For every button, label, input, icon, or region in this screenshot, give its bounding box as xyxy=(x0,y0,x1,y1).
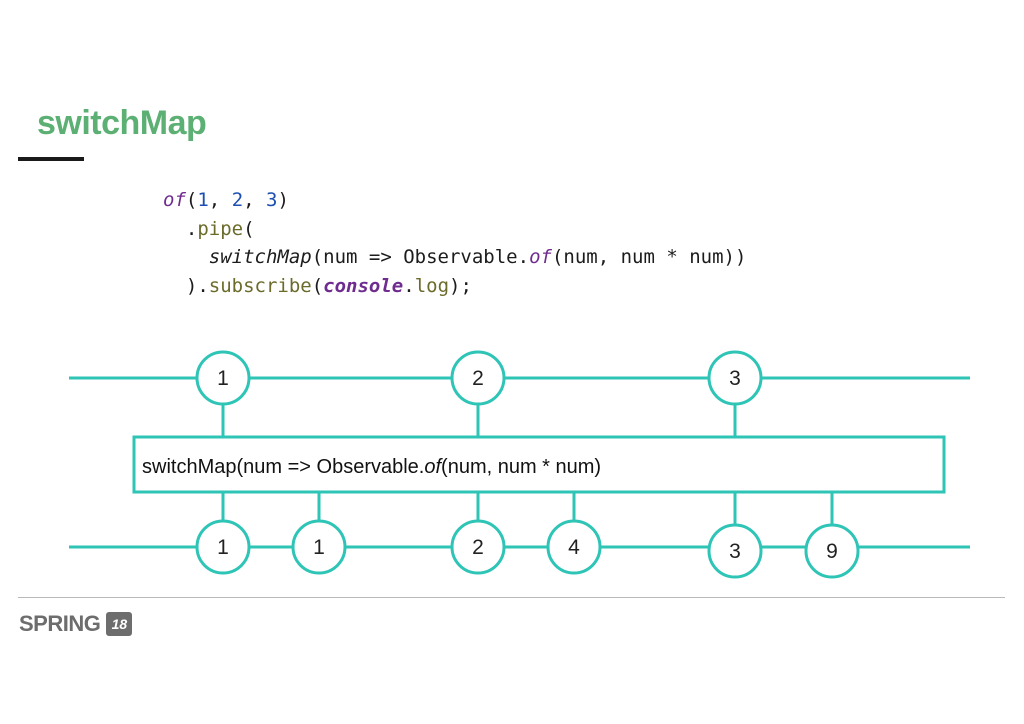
code-token: , xyxy=(208,189,232,211)
marble-value: 3 xyxy=(729,540,741,563)
operator-box-rect xyxy=(132,435,946,494)
logo-text: SPRING xyxy=(19,611,101,636)
marble-value: 9 xyxy=(826,540,838,563)
code-block: of(1, 2, 3) .pipe( switchMap(num => Obse… xyxy=(163,186,746,300)
marble-circle xyxy=(707,350,763,406)
code-token: pipe xyxy=(197,217,244,240)
code-token: 1 xyxy=(197,189,209,211)
marble-circle xyxy=(450,350,506,406)
code-token: ( xyxy=(185,189,198,211)
spring-logo: SPRING 18 xyxy=(19,609,133,639)
code-token: log xyxy=(414,274,450,297)
input-marble: 3 xyxy=(707,350,763,406)
code-token: ( xyxy=(243,217,255,240)
code-token: , xyxy=(243,189,267,211)
code-token: 3 xyxy=(266,189,278,211)
output-marble: 9 xyxy=(804,523,860,579)
code-line: of(1, 2, 3) xyxy=(163,186,746,215)
code-token: console xyxy=(323,274,404,297)
input-marble: 2 xyxy=(450,350,506,406)
marble-value: 2 xyxy=(472,536,484,559)
marble-value: 1 xyxy=(313,536,325,559)
marble-circle xyxy=(707,523,763,579)
code-line: ).subscribe(console.log); xyxy=(163,272,746,301)
code-token: 2 xyxy=(231,189,244,211)
code-token: switchMap xyxy=(208,246,312,268)
input-marble: 1 xyxy=(195,350,251,406)
marble-value: 1 xyxy=(217,536,229,559)
output-marble: 1 xyxy=(195,519,251,575)
code-line: switchMap(num => Observable.of(num, num … xyxy=(163,243,747,272)
marble-circle xyxy=(546,519,602,575)
output-marble: 3 xyxy=(707,523,763,579)
marbles: 1 2 3 1 1 2 4 3 9 xyxy=(195,350,860,579)
marble-value: 3 xyxy=(729,367,741,390)
marble-value: 4 xyxy=(568,536,580,559)
code-token: subscribe xyxy=(208,274,312,297)
code-token: ). xyxy=(163,274,209,297)
operator-box: switchMap(num => Observable.of(num, num … xyxy=(132,435,946,494)
code-token: (num => Observable. xyxy=(311,246,530,268)
marble-value: 1 xyxy=(217,367,229,390)
operator-label-post: (num, num * num) xyxy=(441,456,601,478)
code-token: of xyxy=(163,189,186,211)
output-marble: 4 xyxy=(546,519,602,575)
code-token: of xyxy=(529,246,552,268)
marble-circle xyxy=(804,523,860,579)
code-token: . xyxy=(403,274,415,297)
logo-badge: 18 xyxy=(106,612,133,636)
marble-diagram: switchMap(num => Observable.of(num, num … xyxy=(69,350,970,579)
operator-label-pre: switchMap(num => Observable. xyxy=(142,456,424,478)
marble-circle xyxy=(291,519,347,575)
marble-circle xyxy=(195,519,251,575)
operator-label-italic: of xyxy=(424,456,443,478)
slide-title: switchMap xyxy=(37,104,207,142)
code-token: (num, num * num)) xyxy=(551,246,747,268)
title-underline xyxy=(18,157,84,161)
code-token: . xyxy=(163,217,198,240)
code-line: .pipe( xyxy=(163,215,746,244)
code-token: ) xyxy=(277,189,289,211)
footer-divider xyxy=(18,597,1005,598)
marble-circle xyxy=(450,519,506,575)
marble-value: 2 xyxy=(472,367,484,390)
code-token: ( xyxy=(311,274,324,297)
operator-label: switchMap(num => Observable.of(num, num … xyxy=(142,456,601,478)
marble-circle xyxy=(195,350,251,406)
output-marble: 2 xyxy=(450,519,506,575)
code-token: ); xyxy=(449,274,472,297)
output-marble: 1 xyxy=(291,519,347,575)
